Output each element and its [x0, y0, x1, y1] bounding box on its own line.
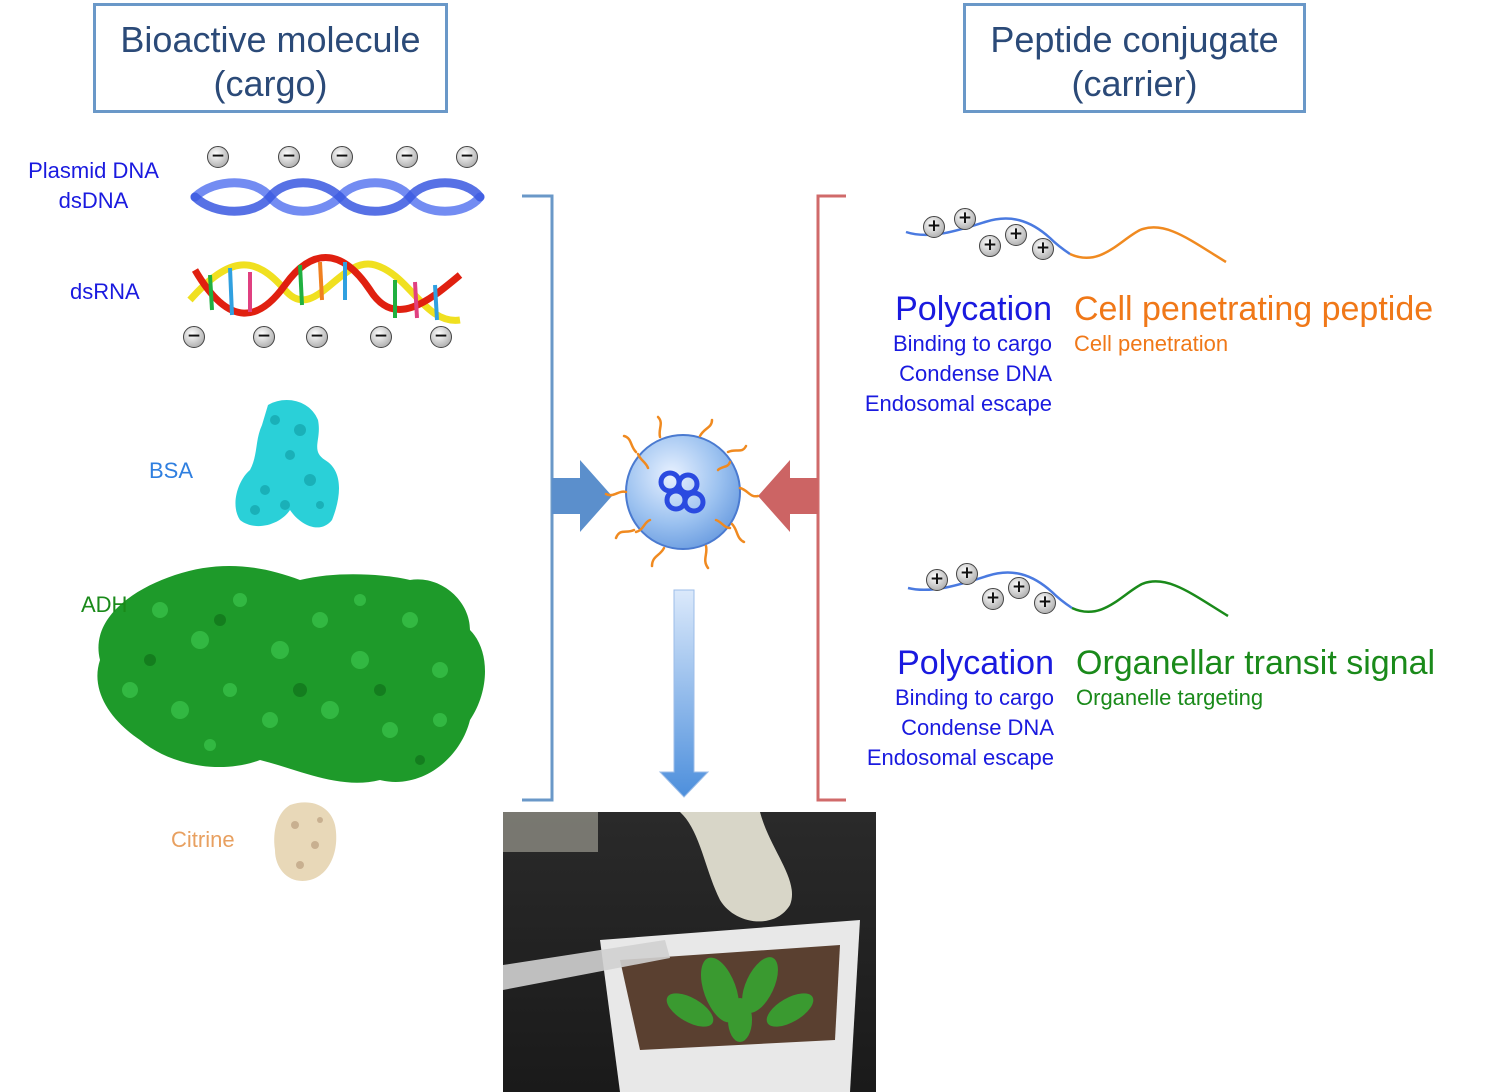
dsrna-image [187, 254, 463, 324]
positive-charge-icon: + [1008, 577, 1030, 599]
plasmid-label-line2: dsDNA [58, 188, 129, 213]
positive-charge-icon: + [1034, 592, 1056, 614]
negative-charge-icon: − [396, 146, 418, 168]
cargo-header-subtitle: (cargo) [213, 63, 328, 104]
bsa-label: BSA [149, 458, 194, 483]
plasmid-label: Plasmid DNA dsDNA [16, 156, 171, 216]
cargo-bracket [522, 194, 554, 802]
negative-charge-icon: − [253, 326, 275, 348]
positive-charge-icon: + [982, 588, 1004, 610]
negative-charge-icon: − [278, 146, 300, 168]
plasmid-dna-image [190, 178, 485, 216]
peptide-cargo-complex-image [604, 415, 760, 570]
positive-charge-icon: + [979, 235, 1001, 257]
negative-charge-icon: − [370, 326, 392, 348]
negative-charge-icon: − [306, 326, 328, 348]
negative-charge-icon: − [207, 146, 229, 168]
top-polycation-block: Polycation Binding to cargo Condense DNA… [820, 290, 1052, 419]
positive-charge-icon: + [1005, 224, 1027, 246]
positive-charge-icon: + [956, 563, 978, 585]
negative-charge-icon: − [331, 146, 353, 168]
bottom-func-condense: Condense DNA [901, 715, 1054, 740]
cargo-header-box: Bioactive molecule (cargo) [93, 3, 448, 113]
ots-title: Organellar transit signal [1076, 644, 1436, 682]
positive-charge-icon: + [1032, 238, 1054, 260]
bottom-func-binding: Binding to cargo [895, 685, 1054, 710]
polycation-cpp-peptide-image [905, 217, 1227, 264]
carrier-to-complex-arrow [758, 460, 818, 532]
cargo-header-title: Bioactive molecule [120, 19, 421, 60]
citrine-label: Citrine [171, 827, 235, 852]
top-polycation-title: Polycation [895, 290, 1052, 328]
cpp-block: Cell penetrating peptide Cell penetratio… [1074, 290, 1433, 359]
positive-charge-icon: + [923, 216, 945, 238]
negative-charge-icon: − [430, 326, 452, 348]
adh-protein-image [97, 565, 486, 783]
citrine-protein-image [274, 802, 337, 881]
top-func-binding: Binding to cargo [893, 331, 1052, 356]
plant-infiltration-photo [503, 812, 876, 1092]
negative-charge-icon: − [183, 326, 205, 348]
ots-block: Organellar transit signal Organelle targ… [1076, 644, 1435, 713]
complex-to-plant-arrow [658, 589, 710, 798]
carrier-header-box: Peptide conjugate (carrier) [963, 3, 1306, 113]
dsrna-label: dsRNA [70, 279, 140, 304]
top-func-escape: Endosomal escape [864, 391, 1052, 416]
adh-label: ADH [81, 592, 128, 617]
top-func-condense: Condense DNA [899, 361, 1052, 386]
negative-charge-icon: − [456, 146, 478, 168]
bottom-func-escape: Endosomal escape [866, 745, 1054, 770]
ots-desc: Organelle targeting [1076, 685, 1264, 710]
carrier-header-subtitle: (carrier) [1071, 63, 1198, 104]
positive-charge-icon: + [954, 208, 976, 230]
bottom-polycation-title: Polycation [897, 644, 1054, 682]
cpp-title: Cell penetrating peptide [1074, 290, 1434, 328]
carrier-header-title: Peptide conjugate [990, 19, 1279, 60]
plasmid-label-line1: Plasmid DNA [28, 158, 159, 183]
positive-charge-icon: + [926, 569, 948, 591]
bsa-protein-image [235, 400, 340, 528]
cargo-to-complex-arrow [552, 460, 612, 532]
bottom-polycation-block: Polycation Binding to cargo Condense DNA… [822, 644, 1054, 773]
polycation-ots-peptide-image [907, 571, 1229, 618]
cpp-desc: Cell penetration [1074, 331, 1229, 356]
